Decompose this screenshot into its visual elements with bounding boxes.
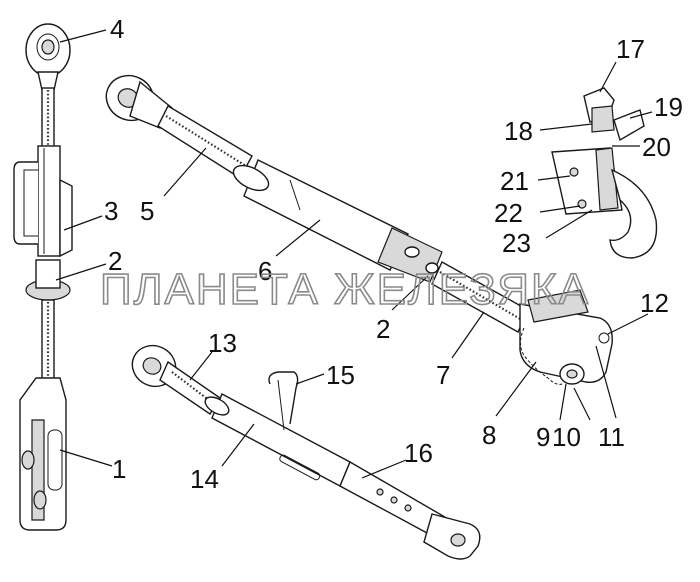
hook-detail: [551, 87, 658, 259]
callout-2-center: 2: [376, 314, 390, 344]
top-link-assembly: [105, 74, 613, 385]
callout-15: 15: [326, 360, 355, 390]
left-lift-rod: [13, 23, 73, 531]
callout-11: 11: [598, 422, 625, 452]
callout-20: 20: [642, 132, 671, 162]
callout-2-left: 2: [108, 246, 122, 276]
callout-13: 13: [208, 328, 237, 358]
callout-6: 6: [258, 256, 272, 286]
callout-5: 5: [140, 196, 154, 226]
callout-18: 18: [504, 116, 533, 146]
callout-19: 19: [654, 92, 683, 122]
callout-16: 16: [404, 438, 433, 468]
callout-17: 17: [616, 34, 645, 64]
callout-9: 9: [536, 422, 550, 452]
callout-3: 3: [104, 196, 118, 226]
callout-21: 21: [500, 166, 529, 196]
callout-numbers: 4 3 2 1 5 6 2 7 8 9 10 11 12 13 14 15 16…: [104, 14, 683, 494]
callout-10: 10: [552, 422, 581, 452]
watermark-text: ПЛАНЕТА ЖЕЛЕЗЯКА: [100, 265, 590, 314]
callout-23: 23: [502, 228, 531, 258]
callout-4: 4: [110, 14, 124, 44]
callout-12: 12: [640, 288, 669, 318]
callout-7: 7: [436, 360, 450, 390]
callout-22: 22: [494, 198, 523, 228]
callout-1: 1: [112, 454, 126, 484]
callout-14: 14: [190, 464, 219, 494]
leader-lines: [55, 29, 653, 479]
lower-link-assembly: [131, 344, 481, 560]
callout-8: 8: [482, 420, 496, 450]
